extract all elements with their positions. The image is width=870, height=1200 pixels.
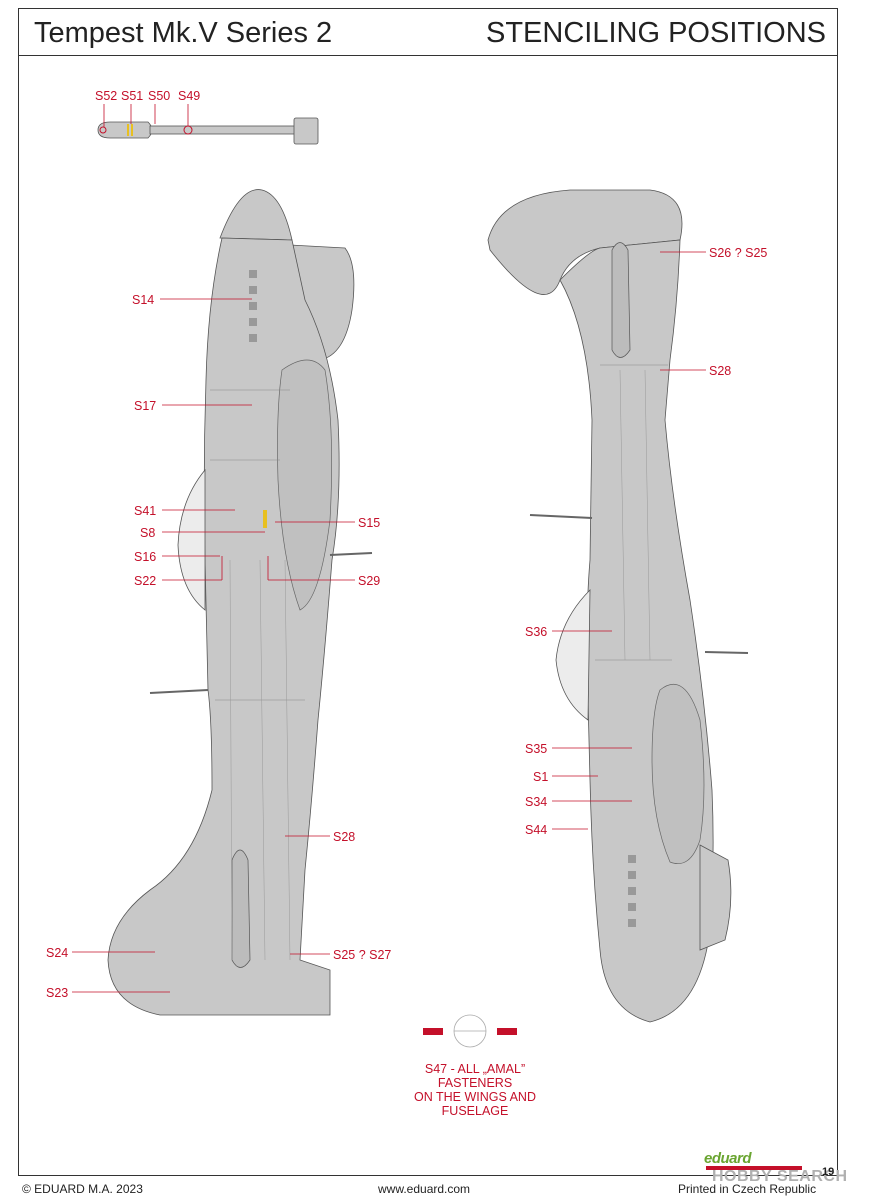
footer-printed: Printed in Czech Republic [678,1182,817,1196]
label-s23: S23 [46,986,68,1000]
right-view-leaders [552,251,706,830]
label-s49: S49 [178,89,200,103]
label-s25-s27: S25 ? S27 [333,948,391,962]
label-s50: S50 [148,89,170,103]
footer-website[interactable]: www.eduard.com [378,1182,471,1196]
footer-copyright: © EDUARD M.A. 2023 [22,1182,143,1196]
label-s52: S52 [95,89,117,103]
label-s41: S41 [134,504,156,518]
label-s24: S24 [46,946,68,960]
logo-bar [706,1166,802,1170]
label-s1: S1 [533,770,548,784]
label-s15: S15 [358,516,380,530]
label-s44: S44 [525,823,547,837]
fuselage-left-view [107,189,373,1016]
fastener-symbol [423,1014,517,1048]
page-number: 19 [822,1166,835,1178]
label-s28-left: S28 [333,830,355,844]
label-s26-s25: S26 ? S25 [709,246,767,260]
label-s17: S17 [134,399,156,413]
note-line-1: S47 - ALL „AMAL” [424,1062,526,1076]
label-s36: S36 [525,625,547,639]
label-s8: S8 [140,526,155,540]
section-title: STENCILING POSITIONS [486,17,826,49]
note-line-3: ON THE WINGS AND [413,1090,536,1104]
label-s14: S14 [132,293,154,307]
note-line-4: FUSELAGE [441,1104,509,1118]
label-s28-right: S28 [709,364,731,378]
note-line-2: FASTENERS [437,1076,513,1090]
page-frame [18,8,838,1176]
label-s51: S51 [121,89,143,103]
eduard-logo: eduard [704,1150,752,1167]
drop-tank [97,104,319,145]
label-s22: S22 [134,574,156,588]
page-title: Tempest Mk.V Series 2 [34,17,333,49]
fastener-note: S47 - ALL „AMAL” FASTENERS ON THE WINGS … [395,1062,555,1118]
watermark: HOBBY SEARCH [712,1168,848,1185]
fuselage-right-view [487,189,749,1023]
label-s35: S35 [525,742,547,756]
label-s34: S34 [525,795,547,809]
label-s29: S29 [358,574,380,588]
left-view-leaders [72,298,355,993]
header: Tempest Mk.V Series 2 STENCILING POSITIO… [18,8,838,56]
label-s16: S16 [134,550,156,564]
